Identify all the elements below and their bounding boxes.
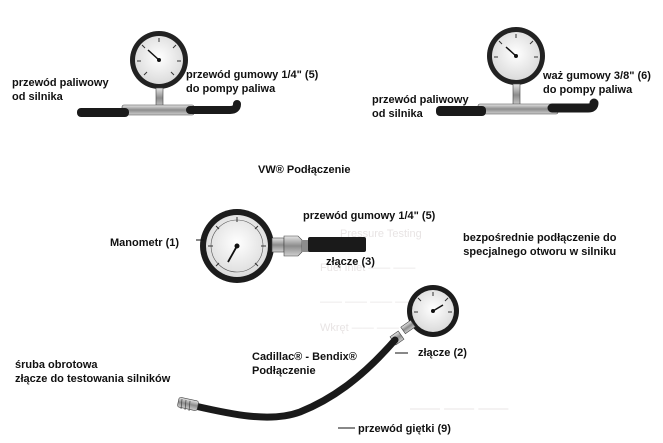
gauge-top-right: [436, 27, 599, 116]
gauge-cadillac: [177, 285, 459, 421]
label-center-rubber-hose: przewód gumowy 1/4" (5): [303, 210, 436, 222]
label-vw-connection: VW® Podłączenie: [258, 164, 351, 176]
gauge-center-manometer: [200, 209, 366, 283]
label-tr-rubber-hose: waż gumowy 3/8" (6) do pompy paliwa: [543, 70, 651, 96]
label-tl-rubber-hose: przewód gumowy 1/4" (5) do pompy paliwa: [186, 69, 319, 95]
label-direct-connection: bezpośrednie podłączenie do specjalnego …: [463, 232, 617, 258]
label-tl-fuel-line: przewód paliwowy od silnika: [12, 77, 109, 103]
label-connector-2: złącze (2): [418, 347, 467, 359]
label-tr-fuel-line: przewód paliwowy od silnika: [372, 94, 469, 120]
gauge-top-left: [77, 31, 241, 117]
leader-lines: [196, 239, 408, 429]
label-flexible-hose: przewód giętki (9): [358, 423, 451, 435]
label-swivel-screw: śruba obrotowa złącze do testowania siln…: [15, 359, 171, 385]
label-manometer: Manometr (1): [110, 237, 180, 249]
label-cadillac-connection: Cadillac® - Bendix® Podłączenie: [252, 351, 357, 377]
label-connector-3: złącze (3): [326, 256, 375, 268]
